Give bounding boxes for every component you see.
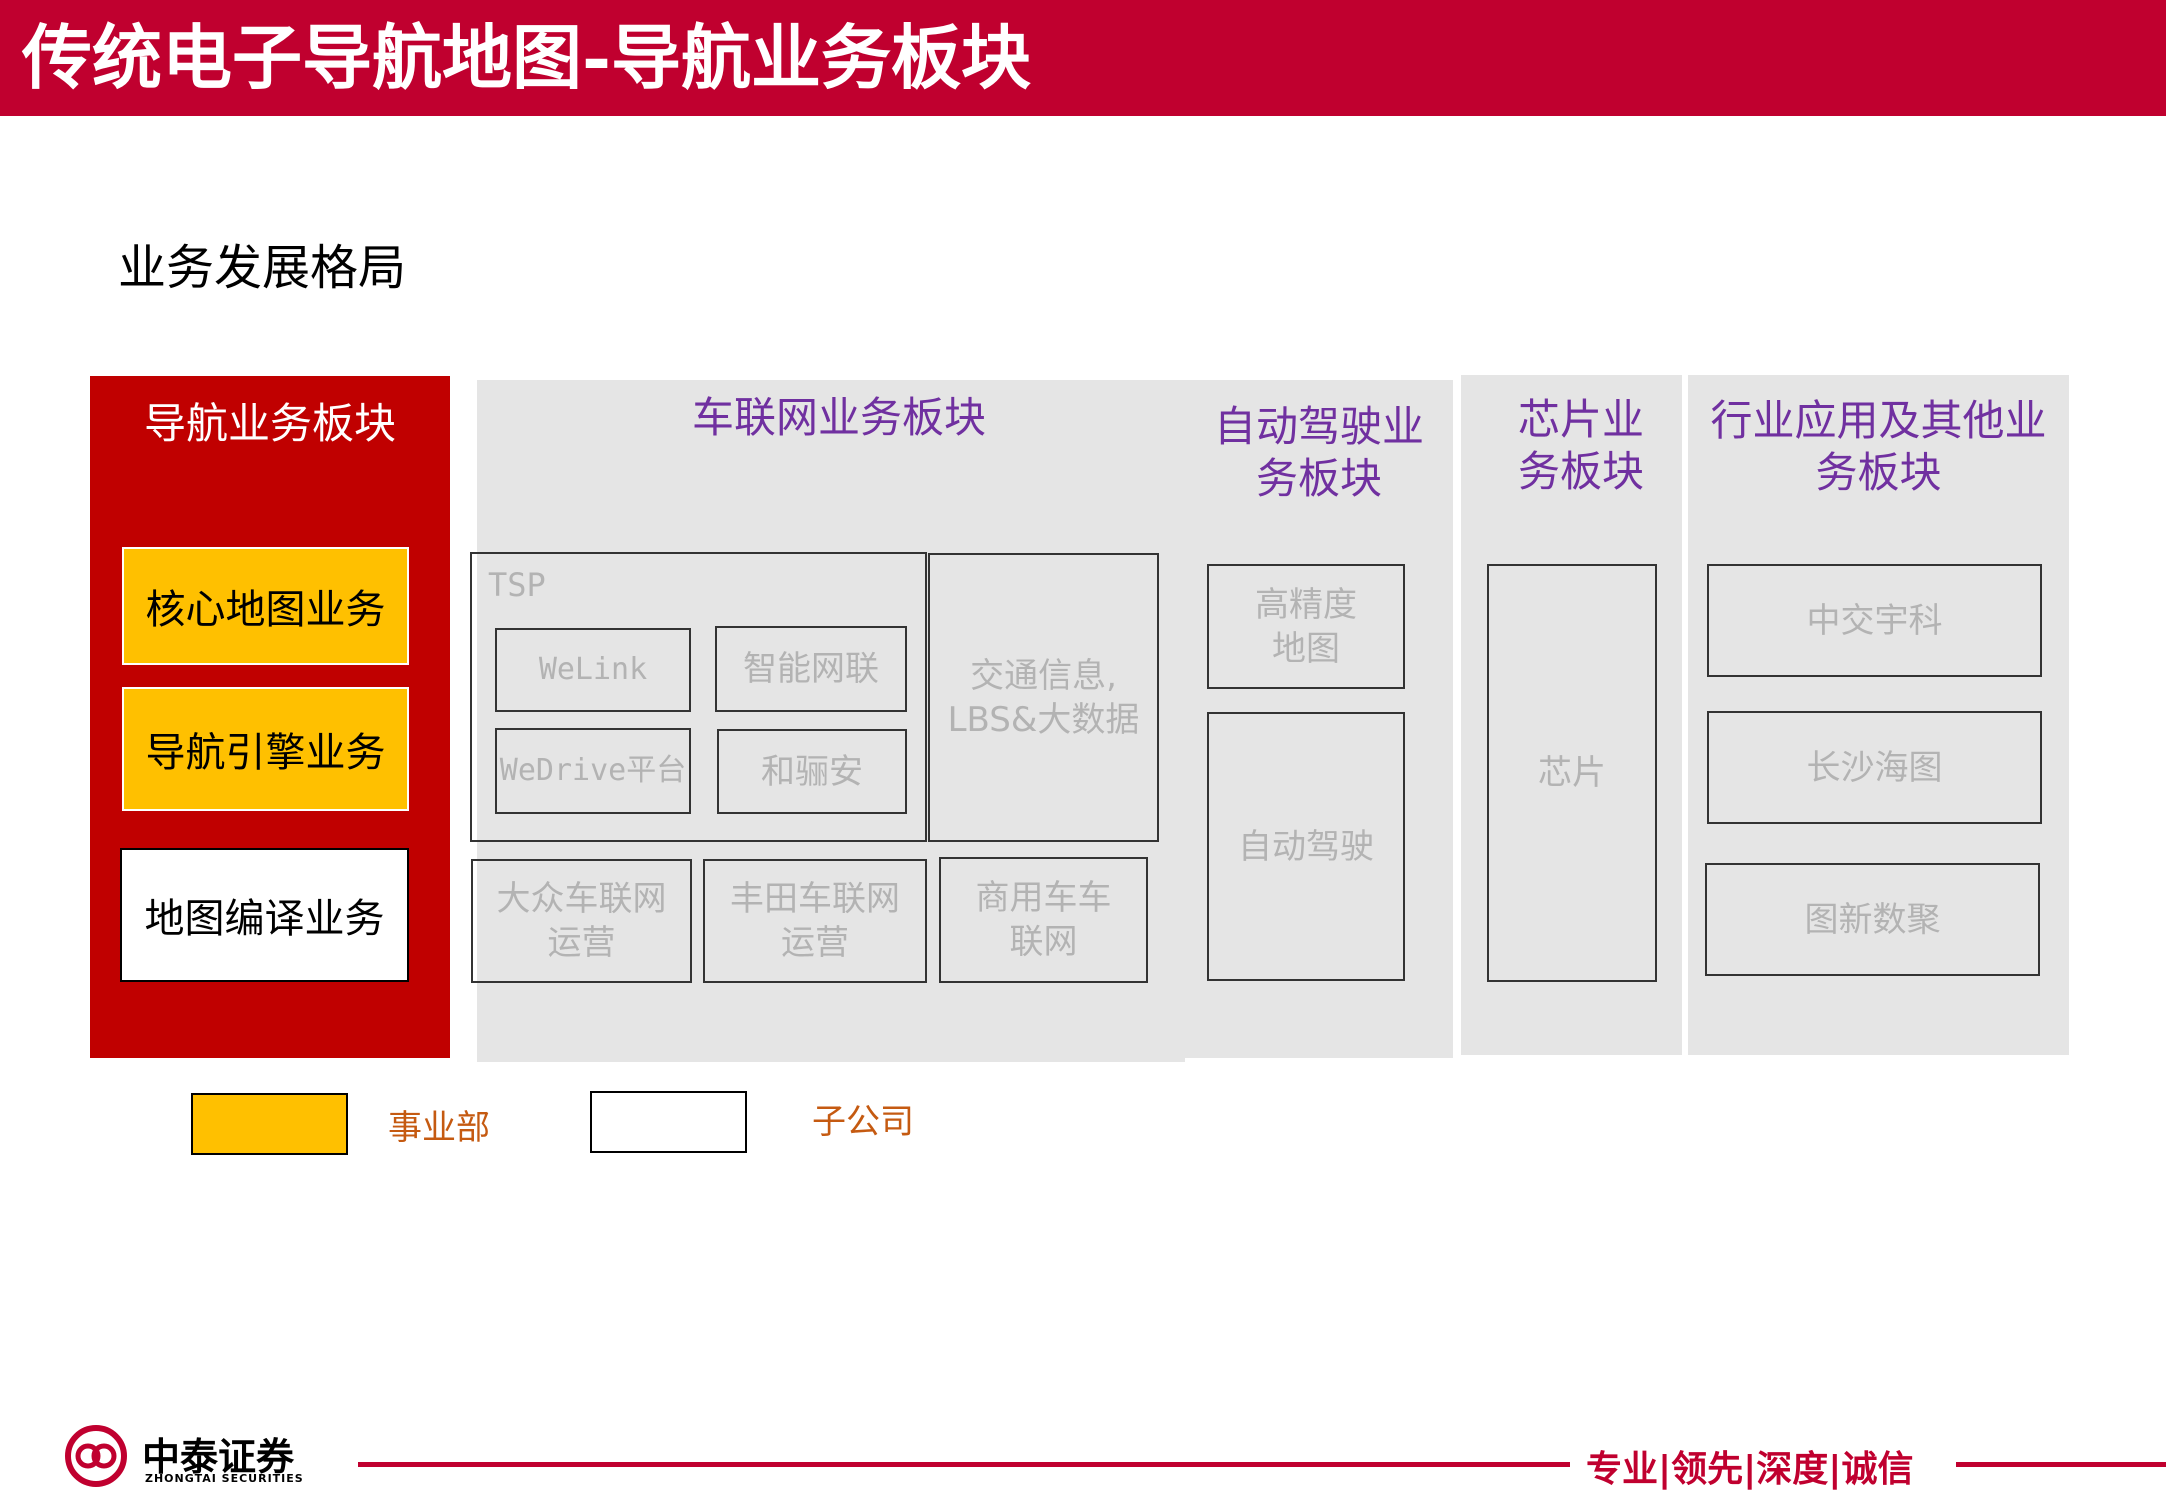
legend-subsidiary-label: 子公司: [812, 1102, 914, 1142]
changsha-haitu-box: 长沙海图: [1707, 711, 2042, 824]
legend-subsidiary-swatch: [590, 1091, 747, 1153]
industry-panel: [1688, 375, 2069, 1055]
industry-panel-title: 行业应用及其他业 务板块: [1710, 396, 2047, 497]
company-logo-text: 中泰证券: [142, 1435, 295, 1479]
tsp-label: TSP: [488, 566, 546, 604]
helian-box: 和骊安: [717, 729, 907, 814]
telematics-panel-title: 车联网业务板块: [691, 393, 986, 442]
traffic-lbs-bigdata-box: 交通信息, LBS&大数据: [928, 553, 1159, 842]
footer-divider-right: [1956, 1462, 2166, 1467]
autonomous-panel-title: 自动驾驶业 务板块: [1213, 402, 1424, 503]
tsp-frame: [470, 552, 927, 842]
company-logo-subtext: ZHONGTAI SECURITIES: [145, 1472, 304, 1485]
hd-map-box: 高精度 地图: [1207, 564, 1405, 689]
core-map-business-box: 核心地图业务: [122, 547, 409, 665]
navigation-panel-title: 导航业务板块: [143, 399, 396, 448]
map-compilation-business-box: 地图编译业务: [120, 848, 409, 982]
legend-division-label: 事业部: [388, 1108, 490, 1148]
chip-panel-title: 芯片业 务板块: [1517, 395, 1644, 496]
vw-telematics-box: 大众车联网 运营: [471, 859, 692, 983]
page-title: 传统电子导航地图-导航业务板块: [22, 16, 1032, 99]
autonomous-panel: [1185, 380, 1453, 1058]
telematics-panel: [477, 380, 1185, 1062]
footer-divider-left: [358, 1462, 1570, 1467]
navigation-engine-business-box: 导航引擎业务: [122, 687, 409, 811]
chip-panel: [1461, 375, 1682, 1055]
smart-connect-box: 智能网联: [715, 626, 907, 712]
welink-box: WeLink: [495, 628, 691, 712]
header-bar: [0, 0, 2166, 116]
toyota-telematics-box: 丰田车联网 运营: [703, 859, 927, 983]
commercial-vehicle-telematics-box: 商用车车 联网: [939, 857, 1148, 983]
tuxin-shuju-box: 图新数聚: [1705, 863, 2040, 976]
zhongjiao-yuke-box: 中交宇科: [1707, 564, 2042, 677]
autonomous-driving-box: 自动驾驶: [1207, 712, 1405, 981]
section-subtitle: 业务发展格局: [118, 240, 407, 296]
footer-slogan: 专业|领先|深度|诚信: [1586, 1449, 1914, 1490]
legend-division-swatch: [191, 1093, 348, 1155]
chip-box: 芯片: [1487, 564, 1657, 982]
wedrive-platform-box: WeDrive平台: [495, 728, 691, 814]
company-logo-icon: [62, 1424, 134, 1488]
